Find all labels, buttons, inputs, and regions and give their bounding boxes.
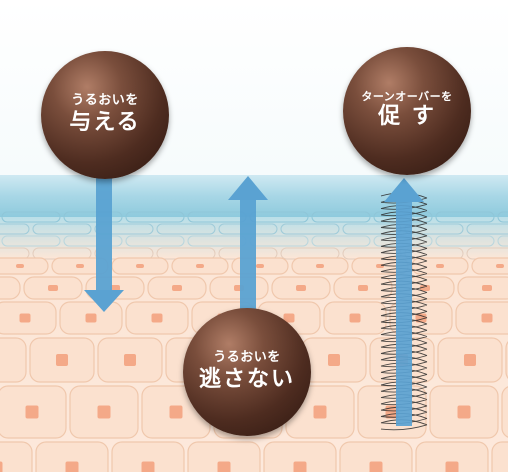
badge-give-line2: 与える (69, 109, 141, 135)
cell-nucleus (151, 313, 163, 323)
cell-nucleus (19, 313, 31, 323)
flat-cell (466, 223, 508, 235)
cell-nucleus (496, 264, 504, 268)
cell-layers (0, 211, 508, 472)
cell-nucleus (56, 354, 68, 366)
flat-cell (125, 211, 185, 223)
cell-nucleus (16, 264, 24, 268)
badge-retain-line2: 逃さない (198, 366, 295, 392)
flat-cell (63, 211, 123, 223)
cell-nucleus (124, 354, 136, 366)
flat-cell (32, 223, 92, 235)
cell-nucleus (420, 285, 430, 291)
skin-cell (187, 441, 261, 472)
flat-cell (311, 235, 371, 247)
arrow-down-icon (84, 175, 124, 312)
cell-nucleus (313, 405, 327, 419)
cell-nucleus (97, 405, 111, 419)
cell-nucleus (141, 461, 155, 472)
cell-nucleus (482, 285, 492, 291)
badge-turnover-line2: 促 す (378, 104, 436, 130)
flat-cell (497, 211, 508, 223)
arrow-up-coil-icon (384, 178, 424, 426)
skin-cell (471, 257, 508, 275)
flat-cell (63, 235, 123, 247)
cell-nucleus (464, 354, 476, 366)
cell-nucleus (85, 313, 97, 323)
flat-cell (311, 211, 371, 223)
flat-cell (0, 223, 30, 235)
badge-give-moisture: うるおいを 与える (41, 51, 169, 179)
arrow-up-icon (228, 176, 268, 328)
flat-cell (1, 211, 61, 223)
cell-nucleus (172, 285, 182, 291)
skin-cell (0, 337, 27, 383)
skin-cell (111, 441, 185, 472)
flat-cell (1, 235, 61, 247)
badge-turnover: ターンオーバーを 促 す (343, 47, 471, 175)
cell-nucleus (445, 461, 459, 472)
flat-cell (497, 235, 508, 247)
flat-cell (0, 247, 30, 260)
cell-nucleus (169, 405, 183, 419)
flat-cell (125, 235, 185, 247)
skin-cell (35, 441, 109, 472)
cell-nucleus (436, 264, 444, 268)
cell-nucleus (196, 264, 204, 268)
badge-retain-moisture: うるおいを 逃さない (183, 308, 311, 436)
flat-cell (156, 223, 216, 235)
cell-nucleus (481, 313, 493, 323)
cell-nucleus (217, 461, 231, 472)
cell-nucleus (65, 461, 79, 472)
cell-nucleus (25, 405, 39, 419)
cell-nucleus (76, 264, 84, 268)
cell-nucleus (110, 285, 120, 291)
cell-nucleus (316, 264, 324, 268)
skin-cell (339, 441, 413, 472)
cell-nucleus (358, 285, 368, 291)
badge-retain-line1: うるおいを (213, 349, 281, 365)
skin-cell (501, 386, 508, 438)
cell-nucleus (369, 461, 383, 472)
skin-cell (491, 441, 508, 472)
cell-nucleus (283, 313, 295, 323)
badge-turnover-line1: ターンオーバーを (361, 90, 453, 104)
cell-nucleus (457, 405, 471, 419)
cell-nucleus (0, 461, 3, 472)
badge-give-line1: うるおいを (71, 92, 139, 108)
skin-cell (0, 276, 21, 300)
skin-cell (263, 441, 337, 472)
cell-nucleus (293, 461, 307, 472)
flat-cell (435, 235, 495, 247)
flat-cell (94, 223, 154, 235)
skin-cell (415, 441, 489, 472)
cell-nucleus (136, 264, 144, 268)
cell-nucleus (256, 264, 264, 268)
cell-nucleus (349, 313, 361, 323)
skin-cell (0, 441, 33, 472)
flat-cell (280, 223, 340, 235)
cell-nucleus (328, 354, 340, 366)
cell-nucleus (296, 285, 306, 291)
cell-nucleus (48, 285, 58, 291)
flat-cell (435, 211, 495, 223)
